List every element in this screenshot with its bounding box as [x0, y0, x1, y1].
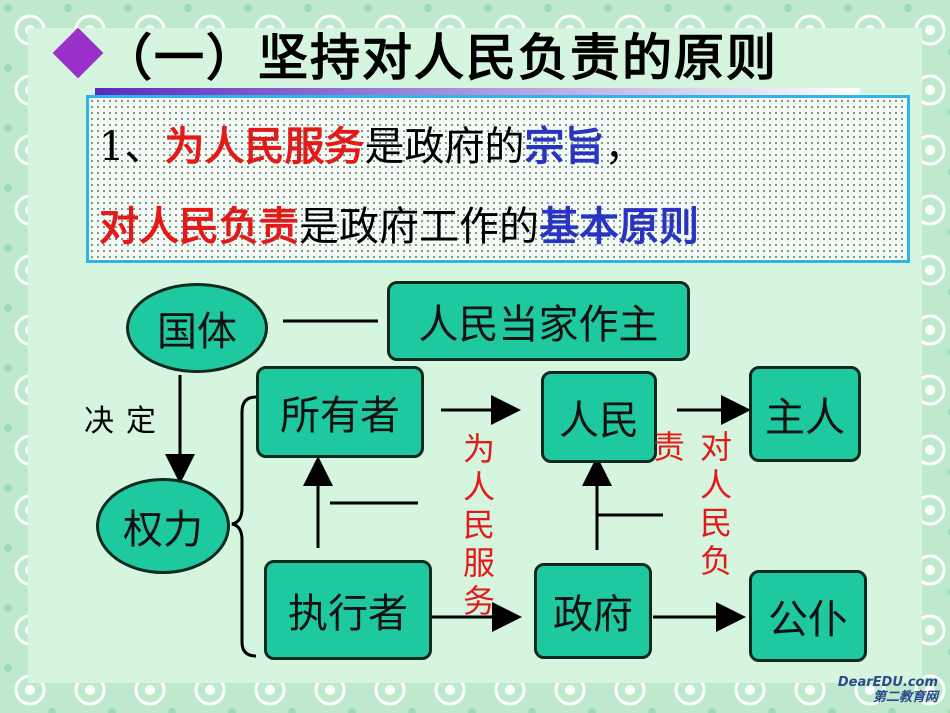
statement-line-1: 1、为人民服务是政府的宗旨，	[99, 114, 644, 172]
responsible-text: 对人民负责	[99, 204, 299, 250]
node-zhixingzhe: 执行者	[264, 560, 432, 660]
purpose-text: 宗旨	[524, 124, 605, 170]
item-number: 1、	[99, 124, 165, 170]
node-renmin-dangjia-zuozhu: 人民当家作主	[387, 281, 690, 361]
statement-box: 1、为人民服务是政府的宗旨， 对人民负责是政府工作的基本原则	[86, 95, 910, 263]
node-gongpu: 公仆	[749, 570, 867, 662]
node-zhengfu: 政府	[534, 563, 652, 659]
label-fuze-tail: 责	[652, 428, 685, 466]
statement-line-2: 对人民负责是政府工作的基本原则	[99, 194, 699, 252]
watermark-line2: 第二教育网	[872, 690, 938, 705]
watermark-line1: DearEDU.com	[837, 675, 938, 690]
slide-title: （一）坚持对人民负责的原则	[102, 29, 778, 87]
watermark: DearEDU.com 第二教育网	[838, 675, 938, 705]
label-wei-renmin-fuwu: 为 人 民 服 务	[462, 430, 495, 620]
node-renmin: 人民	[541, 371, 657, 463]
title-underline	[95, 88, 860, 96]
node-suoyouzhe: 所有者	[256, 366, 424, 458]
label-dui-renmin-fuze: 对 人 民 负	[699, 428, 732, 580]
line1-end: ，	[604, 124, 645, 170]
basic-principle-text: 基本原则	[539, 204, 699, 250]
line2-mid: 是政府工作的	[299, 204, 539, 250]
node-zhuren: 主人	[749, 366, 861, 462]
node-quanli: 权力	[96, 478, 230, 574]
node-guoti: 国体	[126, 283, 268, 373]
quanli-brace	[231, 395, 257, 658]
serve-people-text: 为人民服务	[164, 124, 365, 170]
line1-mid: 是政府的	[364, 124, 525, 170]
label-jueding: 决定	[84, 404, 168, 439]
